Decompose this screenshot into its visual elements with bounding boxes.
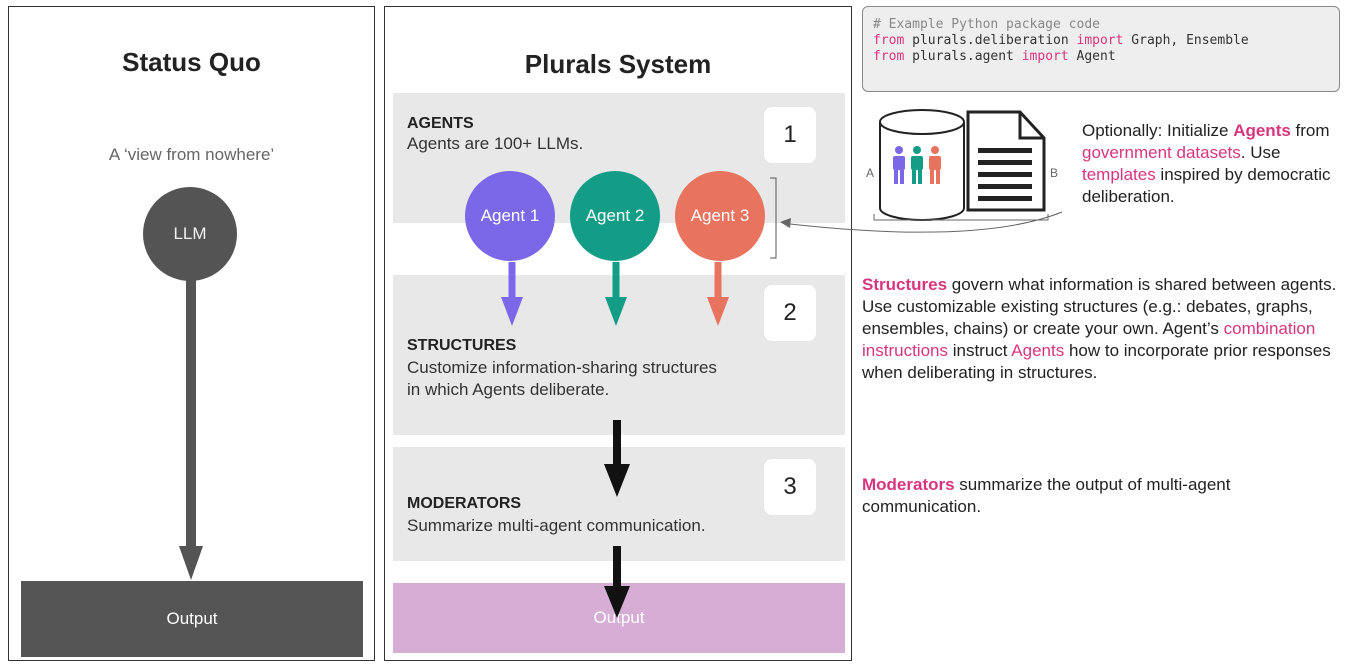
- structures-heading: STRUCTURES: [407, 337, 517, 354]
- code-example: # Example Python package code from plura…: [862, 6, 1340, 92]
- agent1-arrow-head: [501, 297, 523, 326]
- step-number-3: 3: [764, 459, 816, 515]
- step-number-2: 2: [764, 285, 816, 341]
- llm-output-arrow-head: [179, 546, 203, 580]
- document-template-icon: [966, 110, 1046, 212]
- structures-arrow-head: [604, 464, 630, 497]
- dataset-label-b: B: [1050, 166, 1059, 180]
- agent-node-1: Agent 1: [465, 171, 555, 261]
- dataset-bracket: [873, 214, 1049, 221]
- moderators-arrow-head: [604, 586, 630, 618]
- status-quo-output: Output: [21, 581, 363, 657]
- agent2-arrow-head: [605, 297, 627, 326]
- agent-node-3: Agent 3: [675, 171, 765, 261]
- moderators-heading: MODERATORS: [407, 495, 522, 512]
- structures-description-line2: in which Agents deliberate.: [407, 380, 610, 399]
- status-quo-title: Status Quo: [122, 47, 261, 77]
- agents-description: Agents are 100+ LLMs.: [407, 134, 584, 153]
- agents-bracket: [770, 177, 777, 259]
- agent3-arrow-head: [707, 297, 729, 326]
- dataset-connector-head: [780, 218, 791, 228]
- moderators-description: Summarize multi-agent communication.: [407, 516, 706, 535]
- structures-explanation: Structures govern what information is sh…: [862, 275, 1337, 382]
- status-quo-subtitle: A ‘view from nowhere’: [108, 145, 275, 164]
- plurals-title: Plurals System: [524, 49, 712, 79]
- moderators-explanation: Moderators summarize the output of multi…: [862, 475, 1231, 516]
- agents-explanation: Optionally: Initialize Agents from gover…: [1082, 121, 1331, 206]
- step-number-1: 1: [764, 107, 816, 163]
- dataset-cylinder-icon: [879, 109, 965, 221]
- dataset-label-a: A: [866, 166, 875, 180]
- agents-heading: AGENTS: [407, 115, 474, 132]
- structures-description-line1: Customize information-sharing structures: [407, 358, 717, 377]
- llm-node: LLM: [143, 187, 237, 281]
- agent-node-2: Agent 2: [570, 171, 660, 261]
- code-comment: # Example Python package code: [873, 17, 1100, 32]
